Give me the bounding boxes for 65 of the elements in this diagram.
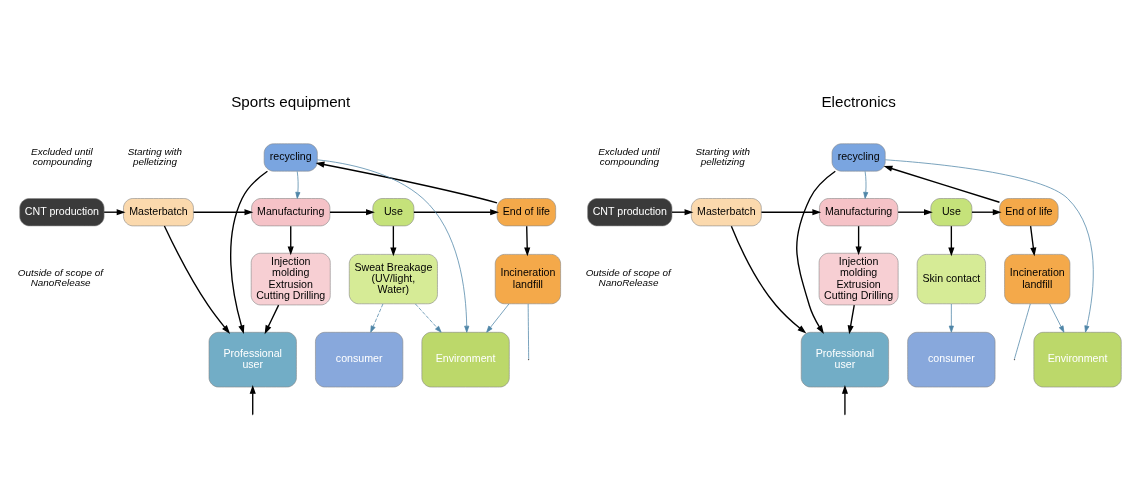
arrow [415,303,442,333]
arrow [948,303,954,333]
arrow [760,209,822,216]
node-box: Environment [1033,332,1122,388]
node-box: consumer [315,332,404,388]
arrow [264,304,280,335]
arrow [163,225,231,334]
arrow [370,303,384,333]
label: Sports equipment [231,92,351,110]
node-box: recycling [263,143,318,172]
node-box: consumer [907,332,996,388]
arrow [413,209,500,216]
arrow [1029,225,1037,257]
arrow [524,225,531,257]
node-box: Manufacturing [819,198,899,227]
node-box: Incineration landfill [1004,254,1071,305]
node-box: Manufacturing [251,198,331,227]
label: Outside of scope of NanoRelease [17,267,103,289]
node-box: Sweat Breakage (UV/light, Water) [348,254,438,305]
arrow [841,385,849,416]
arrow [948,225,955,257]
node-box: Incineration landfill [494,254,561,305]
node-box: Professional user [800,332,889,388]
arrow [883,165,1001,203]
node-box: Skin contact [916,254,986,305]
node-box: Professional user [208,332,297,388]
label: Outside of scope of NanoRelease [585,267,671,289]
arrow [192,209,254,216]
arrow [884,159,1094,333]
label: Excluded until compounding [598,145,660,167]
arrow [230,170,269,335]
connector [527,303,530,360]
node-box: Use [930,198,973,227]
arrow [847,304,855,335]
arrow [897,209,933,216]
node-box: CNT production [587,198,673,227]
arrow [390,225,397,257]
arrow [971,209,1002,216]
arrow [855,225,862,256]
label: Starting with pelletizing [695,145,750,167]
label: Starting with pelletizing [127,145,183,167]
arrow [317,159,470,333]
label: Electronics [821,92,896,110]
node-box: Masterbatch [123,198,194,227]
arrow [863,171,869,199]
arrow [486,303,510,333]
arrow [329,209,375,216]
arrow [287,225,294,256]
arrow [315,161,498,204]
node-box: CNT production [19,198,105,227]
node-box: recycling [831,143,886,172]
arrow [295,171,301,199]
node-box: Use [372,198,415,227]
arrow [730,225,807,334]
node-box: Injection molding Extrusion Cutting Drilling [250,252,331,306]
arrow [249,385,256,416]
node-box: Environment [421,332,510,388]
node-box: End of life [999,198,1059,227]
arrow [796,170,836,334]
connector [1014,303,1031,360]
label: Excluded until compounding [31,145,93,167]
arrow [1049,303,1065,333]
node-box: Injection molding Extrusion Cutting Drilling [818,252,899,306]
node-box: End of life [496,198,556,227]
node-box: Masterbatch [691,198,762,227]
